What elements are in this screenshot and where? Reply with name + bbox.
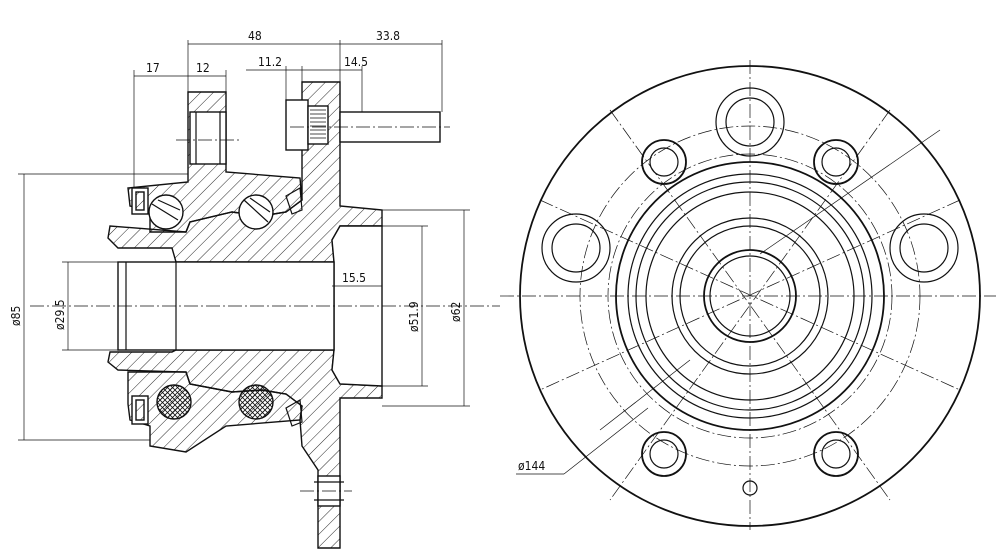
dim-14-5-label: 14.5 — [344, 55, 368, 69]
dim-11-2-label: 11.2 — [258, 55, 282, 69]
dim-dia-144-label: ø144 — [518, 459, 545, 473]
stud-hole-upper-left — [641, 139, 687, 185]
stud-hole-upper-right — [813, 139, 859, 185]
stud-hole-lower-left — [641, 431, 687, 477]
stud-hole-lower-right — [813, 431, 859, 477]
dim-dia-29-5-label: ø29.5 — [53, 299, 67, 330]
dim-48-label: 48 — [248, 29, 262, 43]
dim-15-5-label: 15.5 — [342, 271, 366, 285]
dim-12-label: 12 — [196, 61, 210, 75]
bearing-ball-lower-right — [238, 384, 274, 420]
front-view: ø144 — [500, 60, 996, 530]
lobe-hole-left — [541, 213, 611, 283]
dim-17-label: 17 — [146, 61, 160, 75]
bearing-ball-lower-left — [156, 384, 192, 420]
dim-dia-62-label: ø62 — [449, 302, 463, 322]
dim-dia-51-9-label: ø51.9 — [407, 301, 421, 332]
flange-cutout — [331, 225, 383, 387]
dim-dia-85-label: ø85 — [9, 306, 23, 326]
side-section-view: 48 33.8 17 12 11.2 14.5 15.5 ø85 ø29.5 ø… — [9, 29, 500, 549]
dim-33-8-label: 33.8 — [376, 29, 400, 43]
lobe-hole-right — [889, 213, 959, 283]
wheel-stud-head — [285, 99, 309, 151]
